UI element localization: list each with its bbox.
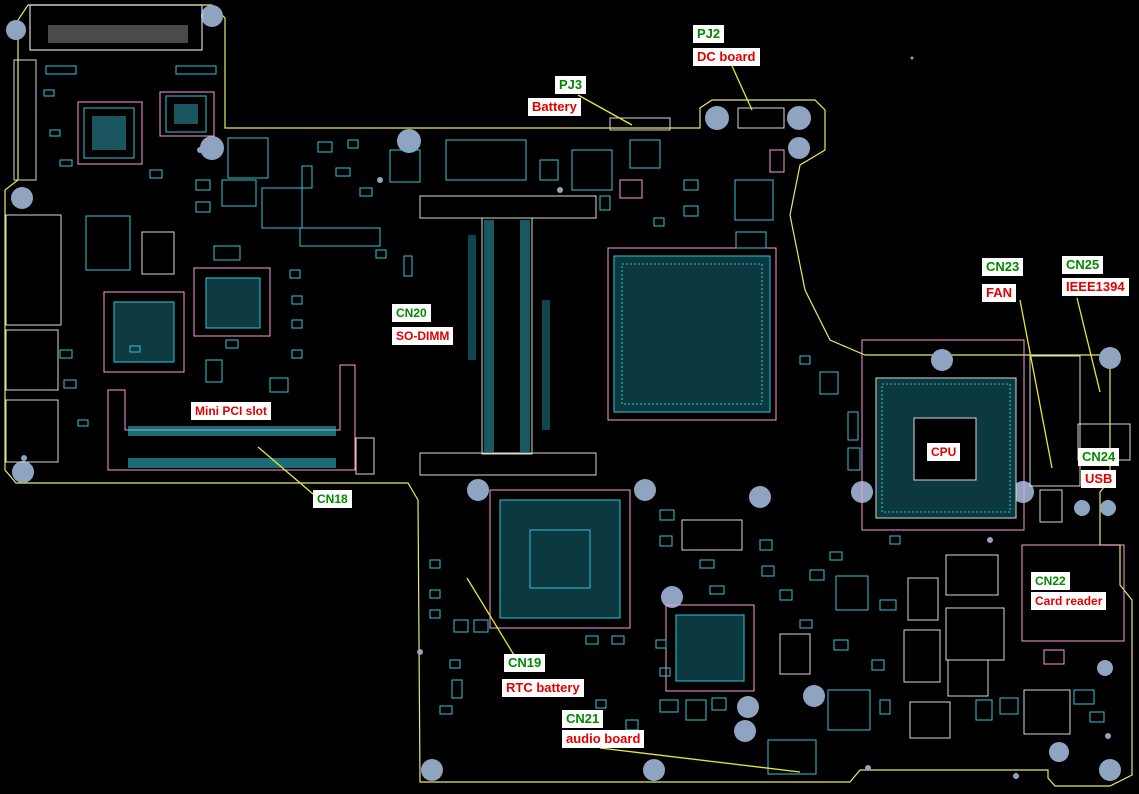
cn19-name-label: RTC battery [502, 679, 584, 697]
cn21-ref-label: CN21 [562, 710, 604, 728]
right-parts [767, 423, 1131, 775]
leader-lines [257, 65, 1101, 773]
cn23-name-label: FAN [982, 284, 1016, 302]
so-dimm-socket [419, 195, 597, 476]
cn20-name-label: SO-DIMM [392, 327, 454, 345]
cn25-ref-label: CN25 [1062, 256, 1104, 274]
small-circles [21, 56, 1111, 779]
mini-pci-slot-outline [107, 364, 375, 475]
cn25-name-label: IEEE1394 [1062, 278, 1129, 296]
pj2-ref-label: PJ2 [693, 25, 725, 43]
cn24-name-label: USB [1081, 470, 1117, 488]
cn22-ref-label: CN22 [1031, 572, 1070, 590]
pj3-name-label: Battery [528, 98, 581, 116]
south-bridge-chip [489, 489, 631, 629]
pj2-name-label: DC board [693, 48, 760, 66]
cpu-label: CPU [927, 443, 961, 461]
cn19-ref-label: CN19 [504, 654, 546, 672]
mini-pci-label: Mini PCI slot [191, 402, 271, 420]
pj3-ref-label: PJ3 [555, 76, 587, 94]
cn20-ref-label: CN20 [392, 304, 431, 322]
cn24-ref-label: CN24 [1078, 448, 1120, 466]
cn18-ref-label: CN18 [313, 490, 352, 508]
top-left-connector [13, 4, 207, 181]
small-components [43, 65, 1105, 731]
left-ports [5, 214, 62, 463]
cn21-name-label: audio board [562, 730, 645, 748]
mounting-holes [6, 5, 1121, 781]
north-bridge-chip [607, 247, 777, 421]
lower-chip [665, 519, 755, 692]
left-chips [85, 215, 271, 373]
cn23-ref-label: CN23 [982, 258, 1024, 276]
top-parts [221, 107, 785, 247]
cn22-name-label: Card reader [1031, 592, 1107, 610]
